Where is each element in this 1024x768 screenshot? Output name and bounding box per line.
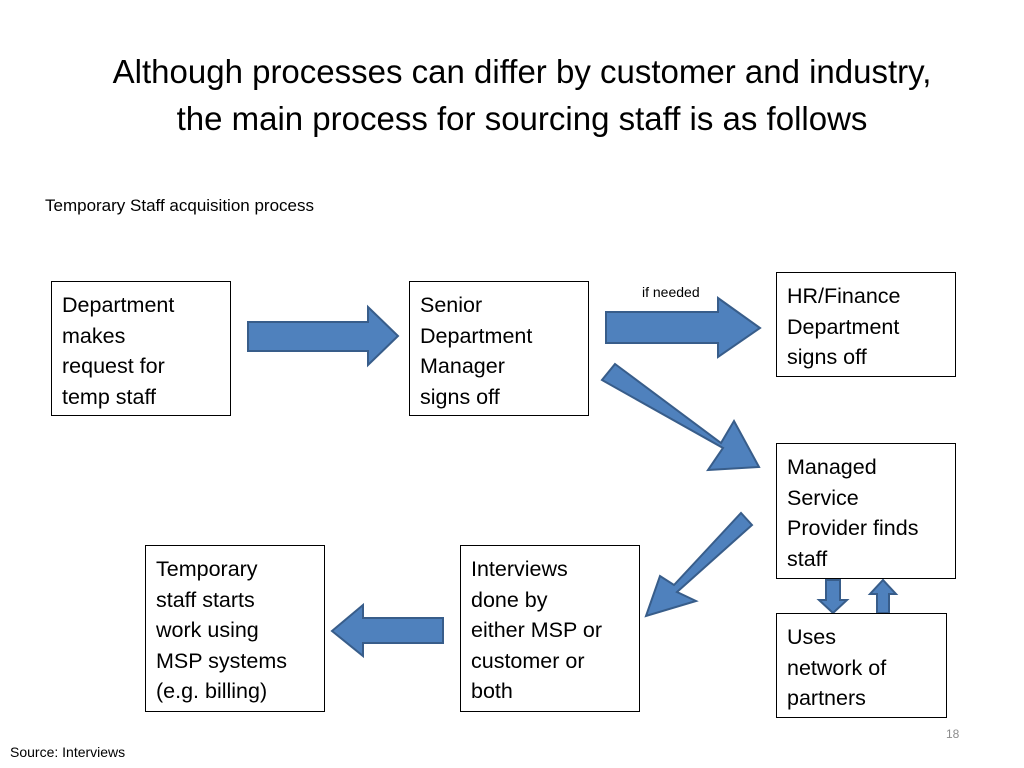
node-text-line: (e.g. billing)	[156, 679, 268, 703]
node-text-line: done by	[471, 587, 548, 612]
node-text-line: Managed	[787, 455, 877, 479]
node-hr-finance-signoff: HR/Finance Department signs off	[776, 272, 956, 377]
diagram-subtitle: Temporary Staff acquisition process	[45, 196, 314, 215]
slide-title: Although processes can differ by custome…	[20, 48, 1024, 142]
node-text-line: either MSP or	[471, 618, 603, 642]
node-text-line: Service	[787, 485, 859, 510]
node-text-line: Manager	[420, 354, 505, 378]
node-interviews: Interviews done by either MSP or custome…	[460, 545, 640, 712]
page-number: 18	[946, 727, 960, 741]
arrow-senior-to-hr-finance	[605, 296, 762, 359]
source-note: Source: Interviews	[10, 744, 126, 760]
arrow-interviews-to-staff	[330, 602, 444, 659]
node-text-line: Senior	[420, 293, 483, 317]
arrow-department-to-senior	[247, 304, 400, 368]
node-text-line: Department	[787, 314, 900, 339]
node-msp-finds-staff: Managed Service Provider finds staff	[776, 443, 956, 579]
node-text-line: Department	[420, 323, 533, 348]
node-network-of-partners: Uses network of partners	[776, 613, 947, 718]
node-text-line: request for	[62, 354, 165, 378]
node-text-line: Provider finds	[787, 516, 919, 540]
node-senior-manager-signoff: Senior Department Manager signs off	[409, 281, 589, 416]
arrow-senior-to-msp	[600, 362, 761, 472]
node-text-line: staff starts	[156, 587, 255, 612]
edge-label-if-needed: if needed	[642, 284, 700, 300]
node-text-line: signs off	[420, 384, 500, 409]
node-text-line: network of	[787, 655, 887, 680]
node-text-line: HR/Finance	[787, 284, 901, 308]
node-text-line: partners	[787, 686, 866, 710]
node-text-line: staff	[787, 546, 828, 571]
node-text-line: customer or	[471, 648, 585, 673]
slide-title-line-1: Although processes can differ by custome…	[112, 53, 932, 90]
node-text-line: MSP systems	[156, 648, 288, 673]
node-text-line: Interviews	[471, 557, 568, 581]
node-text-line: both	[471, 679, 513, 703]
arrow-network-to-msp	[867, 578, 899, 614]
node-text-line: Department	[62, 293, 175, 317]
node-text-line: makes	[62, 323, 126, 348]
node-text-line: temp staff	[62, 384, 157, 409]
arrow-msp-to-interviews	[644, 511, 754, 618]
node-text-line: signs off	[787, 345, 867, 369]
node-text-line: Uses	[787, 625, 836, 649]
node-text-line: work using	[156, 618, 259, 642]
node-department-request: Department makes request for temp staff	[51, 281, 231, 416]
arrow-msp-to-network	[816, 579, 850, 615]
node-staff-starts-work: Temporary staff starts work using MSP sy…	[145, 545, 325, 712]
slide-title-line-2: the main process for sourcing staff is a…	[176, 100, 868, 137]
node-text-line: Temporary	[156, 557, 258, 581]
